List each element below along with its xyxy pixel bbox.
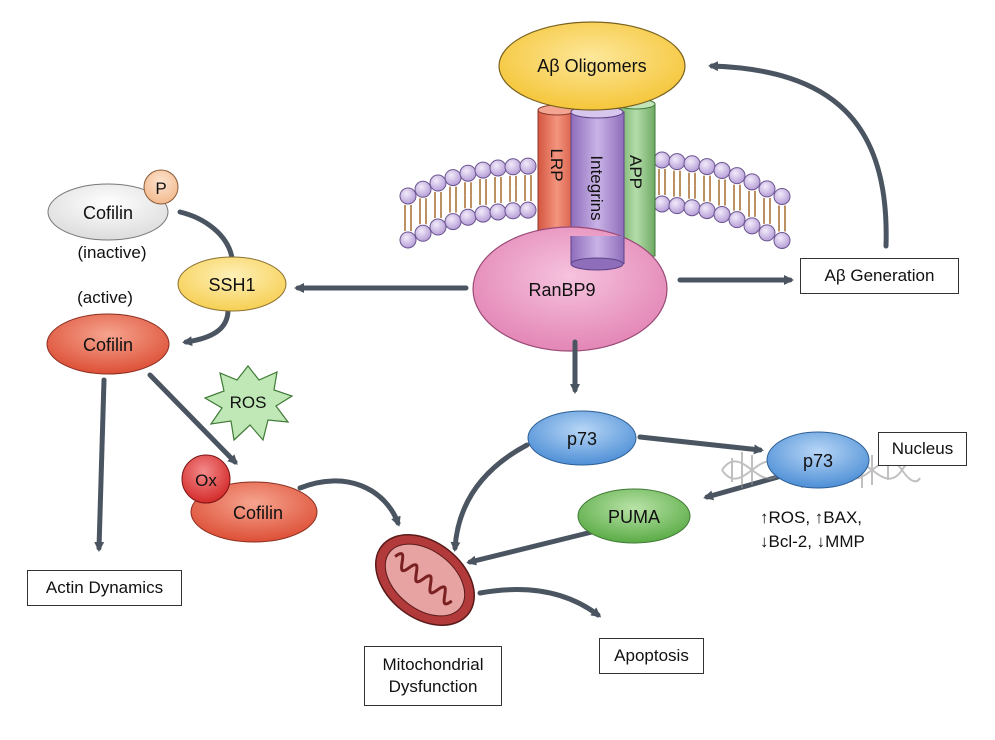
lipid-head [713, 162, 731, 180]
effects-line2: ↓Bcl-2, ↓MMP [760, 532, 865, 551]
cofilin-inactive-node: Cofilin [47, 183, 169, 241]
apoptosis-box: Apoptosis [599, 638, 704, 674]
ox-label: Ox [195, 471, 217, 490]
nucleus-label: Nucleus [891, 439, 954, 458]
ssh1-label: SSH1 [208, 275, 255, 295]
integrins-label: Integrins [587, 155, 606, 220]
lipid-head [489, 159, 507, 177]
arrow-p73-to-nucleus [637, 434, 764, 455]
lipid-head [668, 153, 686, 171]
lipid-head [414, 224, 432, 242]
p73-nucleus-node: p73 [766, 431, 870, 489]
ox-badge: Ox [181, 454, 231, 504]
phospho-label: P [155, 179, 166, 198]
ros-burst: ROS [203, 365, 294, 442]
cofilin-ox-label: Cofilin [233, 503, 283, 523]
ab-oligomers-label: Aβ Oligomers [537, 56, 646, 76]
lipid-head [459, 208, 477, 226]
mito-dysfunction-line2: Dysfunction [388, 677, 478, 696]
arrow-cofilin-to-actin [94, 377, 107, 552]
lipid-head [728, 167, 746, 185]
arrow-ssh1-to-cofilin [182, 307, 231, 347]
p73-cyto-label: p73 [567, 429, 597, 449]
lipid-head [474, 205, 492, 223]
cofilin-active-node: Cofilin [46, 313, 170, 375]
lipid-head [444, 213, 462, 231]
lipid-head [683, 155, 701, 173]
apoptosis-label: Apoptosis [614, 646, 689, 665]
lipid-head [399, 231, 417, 249]
ab-oligomers-node: Aβ Oligomers [498, 21, 686, 111]
lipid-head [519, 201, 537, 219]
ssh1-node: SSH1 [177, 256, 287, 312]
p73-cytoplasm-node: p73 [527, 410, 637, 466]
cofilin-active-label: Cofilin [83, 335, 133, 355]
ros-label: ROS [230, 393, 267, 412]
lipid-head [758, 224, 776, 242]
lipid-head [758, 180, 776, 198]
arrow-puma-to-mito [466, 527, 603, 566]
lipid-head [504, 202, 522, 220]
lipid-head [743, 217, 761, 235]
integrins-base [570, 236, 625, 271]
arrow-cofilin-to-ox [147, 372, 238, 465]
actin-dynamics-box: Actin Dynamics [27, 570, 182, 606]
inactive-label: (inactive) [78, 243, 147, 262]
lipid-head [773, 187, 791, 205]
phospho-badge: P [143, 169, 179, 205]
lipid-head [698, 158, 716, 176]
lipid-head [698, 202, 716, 220]
effects-line1: ↑ROS, ↑BAX, [760, 508, 863, 527]
lrp-label: LRP [547, 148, 566, 181]
mitochondrion-icon [374, 534, 476, 626]
p73-nuc-label: p73 [803, 451, 833, 471]
ranbp9-node: RanBP9 [472, 226, 668, 352]
puma-label: PUMA [608, 507, 660, 527]
cofilin-inactive-label: Cofilin [83, 203, 133, 223]
nucleus-box: Nucleus [878, 432, 967, 466]
arrows [94, 61, 889, 618]
lipid-head [504, 158, 522, 176]
ranbp9-label: RanBP9 [528, 280, 595, 300]
lipid-head [444, 169, 462, 187]
arrow-generation-to-oligomers [708, 61, 889, 249]
lipid-head [668, 197, 686, 215]
lipid-head [429, 174, 447, 192]
puma-node: PUMA [577, 488, 691, 544]
lipid-head [459, 164, 477, 182]
lipid-head [489, 203, 507, 221]
active-label: (active) [77, 288, 133, 307]
lipid-head [743, 173, 761, 191]
lipid-head [474, 161, 492, 179]
arrow-cofilin-p-to-ssh1 [177, 209, 235, 261]
arrow-mito-to-apoptosis [477, 587, 602, 618]
lipid-head [713, 206, 731, 224]
ab-generation-box: Aβ Generation [800, 258, 959, 294]
arrow-ox-to-mito [297, 478, 401, 527]
arrow-p73-to-mito [450, 442, 530, 552]
lipid-head [399, 187, 417, 205]
lipid-head [414, 180, 432, 198]
lipid-head [683, 199, 701, 217]
ab-generation-label: Aβ Generation [824, 266, 935, 285]
lipid-bilayer [399, 151, 791, 249]
lipid-head [429, 218, 447, 236]
app-label: APP [626, 155, 645, 189]
lipid-head [519, 157, 537, 175]
lipid-head [653, 151, 671, 169]
mito-dysfunction-line1: Mitochondrial [382, 655, 484, 674]
actin-dynamics-label: Actin Dynamics [45, 578, 164, 597]
lipid-head [653, 195, 671, 213]
mito-dysfunction-box: Mitochondrial Dysfunction [364, 646, 502, 706]
lipid-head [728, 211, 746, 229]
lipid-head [773, 231, 791, 249]
